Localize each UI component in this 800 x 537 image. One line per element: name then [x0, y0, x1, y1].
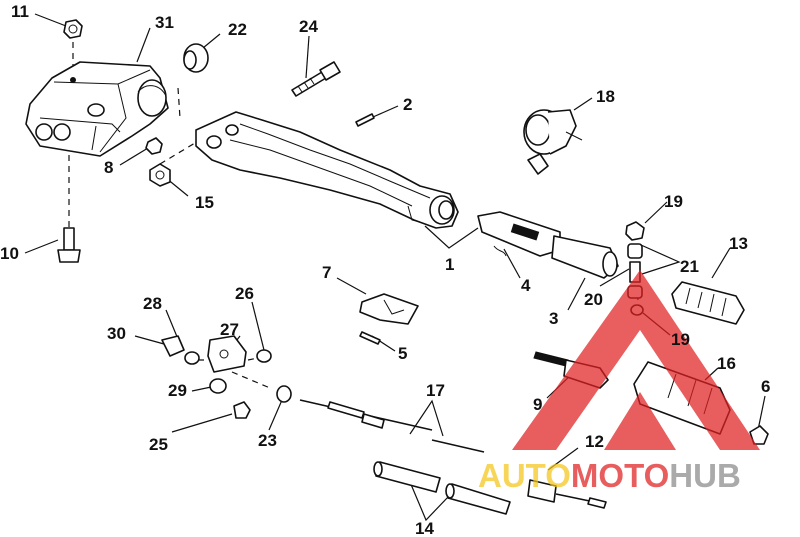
callout-20: 20	[584, 290, 603, 309]
callout-4: 4	[521, 276, 531, 295]
callout-27: 27	[220, 320, 239, 339]
watermark-text-hub: HUB	[669, 457, 741, 494]
callout-28: 28	[143, 294, 162, 313]
callout-22: 22	[228, 20, 247, 39]
callout-19-bottom: 19	[671, 330, 690, 349]
callout-9: 9	[533, 395, 542, 414]
part-pin-2	[355, 113, 375, 127]
part-washer-26	[256, 349, 272, 363]
part-washer-23	[276, 385, 292, 403]
autmotohub-watermark: AUTOMOTOHUB	[478, 270, 760, 494]
part-grip-13	[671, 281, 745, 325]
callout-2: 2	[403, 95, 412, 114]
callout-18: 18	[596, 87, 615, 106]
part-screw-25	[233, 401, 251, 419]
part-cable-end-12	[527, 479, 607, 509]
callout-13: 13	[729, 234, 748, 253]
watermark-text-auto: AUTO	[478, 457, 571, 494]
svg-text:AUTOMOTOHUB: AUTOMOTOHUB	[478, 457, 741, 494]
callout-12: 12	[585, 432, 604, 451]
part-screw-5	[359, 331, 381, 345]
callout-14: 14	[415, 519, 434, 537]
watermark-triangle-inner	[604, 392, 676, 450]
part-washer-28	[184, 351, 200, 365]
watermark-text-moto: MOTO	[571, 457, 669, 494]
callout-24: 24	[299, 17, 318, 36]
callout-31: 31	[155, 13, 174, 32]
part-nut-15	[149, 163, 171, 187]
callout-3: 3	[549, 309, 558, 328]
callout-29: 29	[168, 381, 187, 400]
part-bracket-7	[359, 293, 419, 325]
callout-8: 8	[104, 158, 113, 177]
callout-11: 11	[11, 2, 29, 21]
part-clamp-18	[523, 109, 583, 175]
callout-15: 15	[195, 193, 214, 212]
callout-labels: 11 31 22 24 2 18 8 15 10 1 19 13 7 21 4 …	[0, 2, 770, 537]
part-bolt-24	[291, 61, 341, 97]
callout-10: 10	[0, 244, 19, 263]
part-tube-14-right	[445, 483, 511, 515]
callout-23: 23	[258, 431, 277, 450]
callout-7: 7	[322, 263, 331, 282]
part-bracket-31	[25, 61, 169, 157]
callout-19-top: 19	[664, 192, 683, 211]
part-nut-8	[145, 137, 163, 155]
callout-30: 30	[107, 324, 126, 343]
callout-17: 17	[426, 381, 445, 400]
part-nut-11	[63, 19, 83, 39]
watermark-triangle-logo	[512, 270, 760, 450]
part-tube-14-left	[373, 461, 441, 493]
part-shaft-3	[477, 211, 619, 279]
callout-5: 5	[398, 344, 407, 363]
part-clip-30	[161, 335, 185, 357]
callout-6: 6	[761, 377, 770, 396]
part-washer-22	[183, 43, 209, 73]
callout-26: 26	[235, 284, 254, 303]
callout-21: 21	[680, 257, 699, 276]
part-cable-17	[299, 399, 485, 453]
part-cap-19-top	[625, 221, 645, 241]
part-plate-27	[207, 335, 247, 373]
callout-1: 1	[445, 255, 454, 274]
part-washer-29	[209, 378, 227, 394]
part-bolt-10	[57, 227, 81, 263]
callout-16: 16	[717, 354, 736, 373]
part-tiller-arm-1	[195, 111, 459, 229]
callout-25: 25	[149, 435, 168, 454]
